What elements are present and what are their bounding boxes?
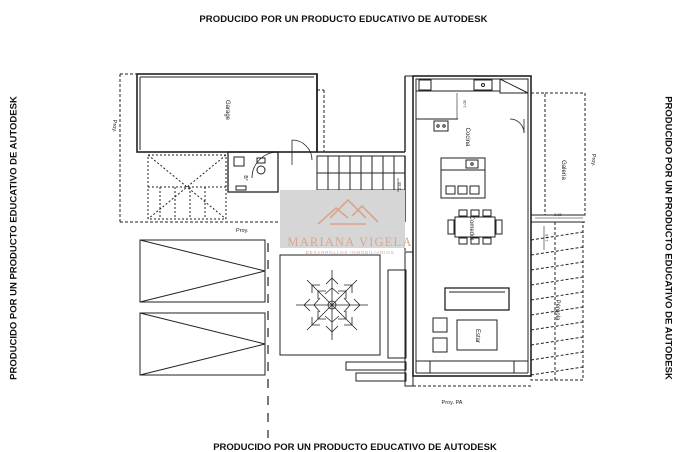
proy-pa: Proy. PA [442,400,463,406]
gallery [531,92,586,223]
autodesk-notice-bottom: PRODUCIDO POR UN PRODUCTO EDUCATIVO DE A… [213,442,497,452]
proy-center: Proy. [236,228,249,234]
main-house [404,75,532,387]
label-pergola: Pérgola [554,300,560,321]
dim-stair: 2.55 [398,182,402,189]
label-dining: Comedor [468,216,474,241]
proy-right: Proy. [590,154,596,167]
label-bath: B° [242,175,248,180]
living-room [416,287,528,373]
brand-watermark-subtitle: DESARROLLOS INMOBILIARIOS [305,250,395,255]
pergola [530,221,584,381]
dim-side: 1.15 [545,234,549,241]
dim-kitchen: 1.05 [463,100,467,107]
courtyard [279,251,414,387]
garage-block [119,73,325,223]
kitchen-island [440,157,486,199]
proy-left: Proy. [111,120,117,133]
entry-shade [280,190,405,248]
label-kitchen: Cocina [464,128,470,147]
bath-block [227,139,313,193]
label-living: Estar [474,329,480,343]
autodesk-notice-top: PRODUCIDO POR UN PRODUCTO EDUCATIVO DE A… [199,14,488,25]
brand-roof-logo [317,198,379,225]
label-gallery: Galería [560,160,566,180]
kitchen-counter [415,78,529,134]
label-garage: Garage [224,100,230,121]
dim-gallery: 2.20 [554,213,561,217]
tree-symbol [296,270,368,340]
brand-watermark-title: MARIANA VIGELA [287,235,413,249]
exterior-pad [147,154,227,220]
dimension-lines [397,93,583,250]
parking-spaces [139,239,266,376]
dining-table [447,209,503,245]
